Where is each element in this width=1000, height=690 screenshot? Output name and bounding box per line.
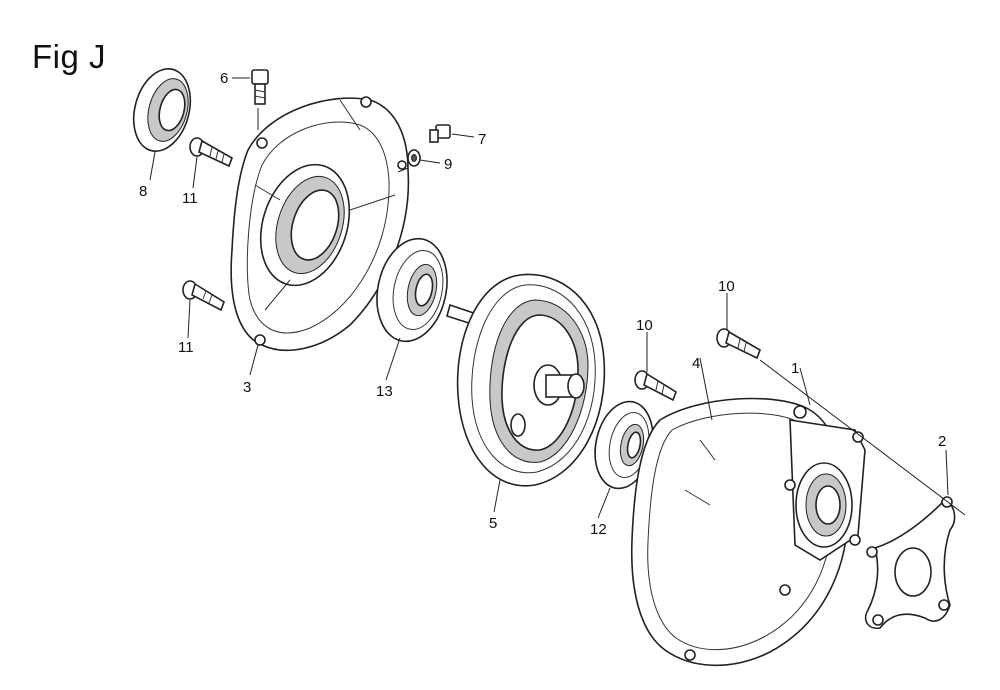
upper-flange-bolt-part — [189, 137, 233, 168]
part-label-12: 12 — [590, 521, 607, 538]
part-labels: 1 2 3 4 5 6 7 8 9 10 10 11 11 12 13 — [139, 70, 946, 538]
part-label-4: 4 — [692, 355, 700, 372]
cover-bolt-left-part — [634, 370, 677, 402]
part-label-1: 1 — [791, 360, 799, 377]
plug-bolt-part — [429, 124, 451, 143]
lower-flange-bolt-part — [182, 280, 225, 312]
leader-lines — [149, 77, 966, 519]
part-label-10-right: 10 — [718, 278, 735, 295]
part-label-6: 6 — [220, 70, 228, 87]
part-label-8: 8 — [139, 183, 147, 200]
part-label-11-lower: 11 — [178, 339, 194, 356]
top-bolt-part — [251, 69, 269, 105]
ring-gear-part — [446, 273, 606, 487]
part-label-2: 2 — [938, 433, 946, 450]
part-label-10-left: 10 — [636, 317, 653, 334]
part-label-13: 13 — [376, 383, 393, 400]
part-label-3: 3 — [243, 379, 251, 396]
gasket-part — [864, 496, 956, 630]
part-label-5: 5 — [489, 515, 497, 532]
cover-bolt-right-part — [716, 328, 761, 360]
bearing-housing-part — [230, 96, 410, 351]
ball-bearing-13-part — [376, 237, 448, 343]
part-label-7: 7 — [478, 131, 486, 148]
washer-part — [407, 149, 421, 167]
part-label-9: 9 — [444, 156, 452, 173]
oil-seal-part — [132, 68, 192, 152]
gear-case-cover-part — [630, 397, 866, 667]
figure-title: Fig J — [32, 38, 107, 75]
part-label-11-upper: 11 — [182, 190, 198, 207]
